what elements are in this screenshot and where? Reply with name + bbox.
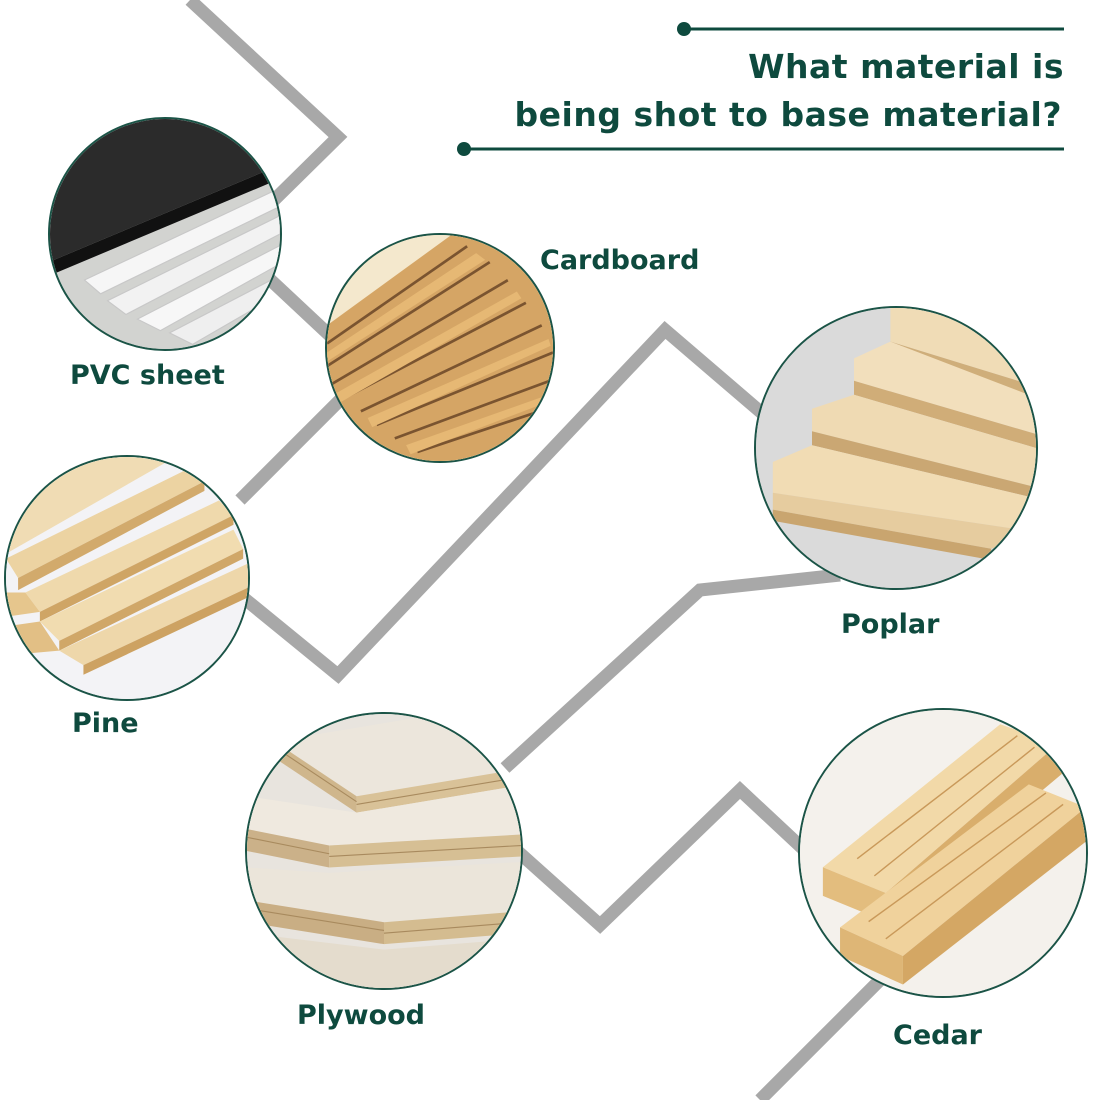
material-label-poplar: Poplar [841,609,940,640]
connector-line-cardboard-pine [235,395,345,505]
poplar-boards-photo [754,306,1038,590]
connector-line-poplar-plywood [500,568,841,773]
cedar-planks-photo [798,708,1088,998]
pvc-sheet-photo [48,117,282,351]
material-label-cardboard: Cardboard [540,245,700,276]
pine-boards-photo [4,455,250,701]
heading-decoration [457,22,1064,156]
heading-line-2: being shot to base material? [514,95,1062,134]
heading-line-1: What material is [748,47,1064,86]
material-label-cedar: Cedar [893,1020,982,1051]
material-label-plywood: Plywood [297,1000,426,1031]
connector-line-pine-poplar [235,321,775,684]
plywood-sheets-photo [245,712,523,990]
material-label-pine: Pine [72,708,139,739]
material-label-pvc-sheet: PVC sheet [70,360,225,391]
cardboard-photo [325,233,555,463]
connector-line-plywood-cedar [500,781,820,934]
connector-line-bottom [755,975,885,1100]
